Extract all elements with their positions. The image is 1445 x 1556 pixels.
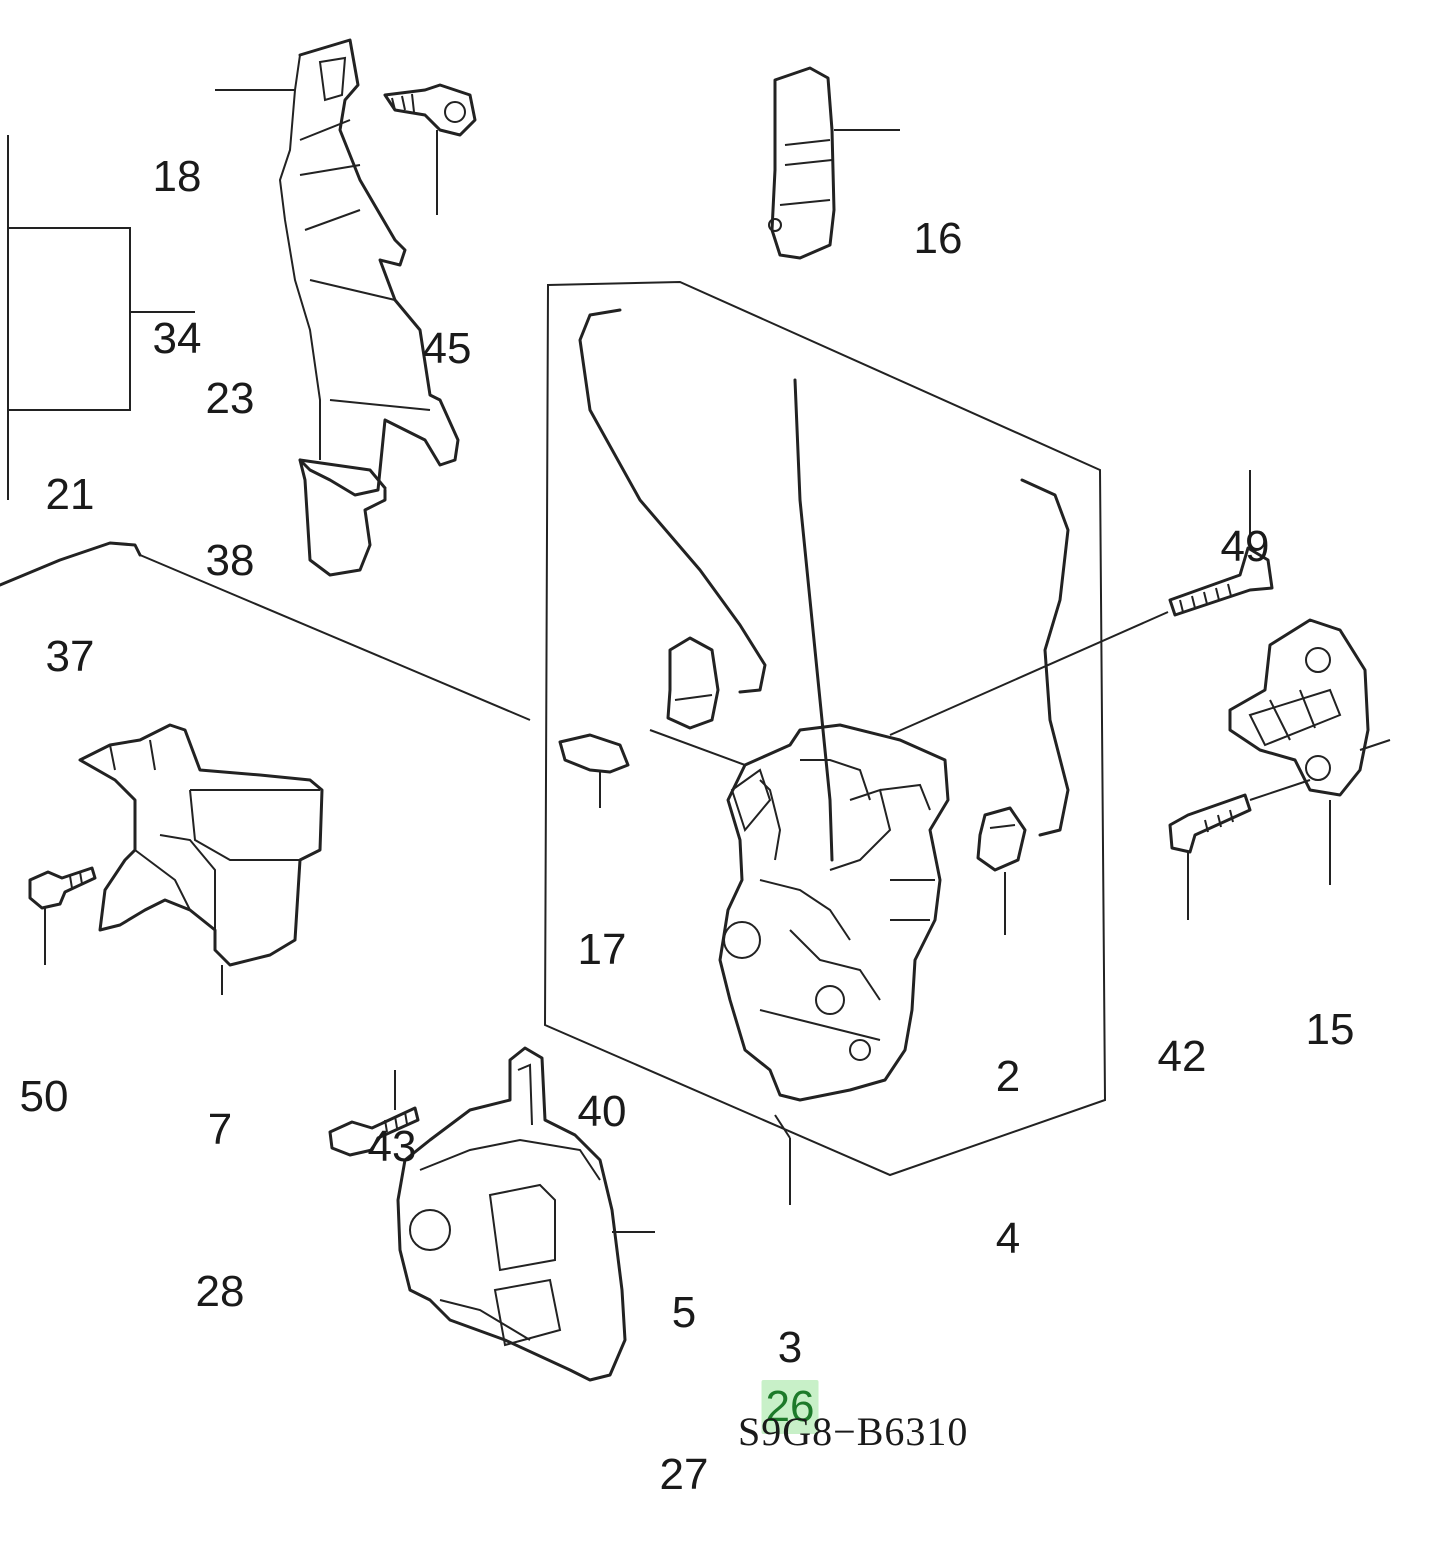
callout-21-37: 21 37: [46, 360, 95, 738]
callout-2-4: 2 4: [996, 942, 1020, 1320]
callout-label: 7: [207, 1105, 233, 1154]
reference-code: S9G8−B6310: [738, 1409, 969, 1454]
callout-26[interactable]: 26: [761, 1272, 819, 1488]
callout-18-34: 18 34: [153, 42, 202, 420]
bracket-group-left: [7, 135, 195, 500]
part-lock-3: [718, 723, 950, 1102]
parts-diagram: [0, 38, 1391, 1382]
callout-7-28: 7 28: [196, 995, 245, 1373]
part-striker-15: [1228, 618, 1370, 797]
callout-23-38: 23 38: [206, 264, 255, 642]
part-screw-42: [1168, 793, 1252, 854]
callout-3: 3: [778, 1213, 802, 1429]
callout-label: 4: [995, 1214, 1021, 1263]
callout-43: 43: [368, 1012, 417, 1228]
callout-5-27: 5 27: [660, 1178, 709, 1556]
callout-label: 15: [1305, 1005, 1355, 1054]
callout-label: 2: [995, 1052, 1021, 1101]
part-latch-7: [78, 723, 324, 967]
rods: [0, 308, 1070, 862]
callout-label: 23: [205, 374, 255, 423]
callout-label: 21: [45, 470, 95, 519]
part-bolt-49: [1168, 546, 1274, 617]
callout-label: 16: [913, 214, 963, 263]
callout-label: 42: [1157, 1032, 1207, 1081]
callout-label: 5: [671, 1288, 697, 1337]
callout-50: 50: [20, 962, 69, 1178]
callout-label: 37: [45, 632, 95, 681]
part-actuator-5: [396, 1046, 627, 1382]
assembly-box: [543, 280, 1107, 1177]
callout-17-40: 17 40: [578, 815, 627, 1193]
callout-label: 27: [659, 1450, 709, 1499]
callout-label: 49: [1220, 522, 1270, 571]
callout-15: 15: [1306, 895, 1355, 1111]
part-screw-50: [28, 866, 97, 910]
part-clip-2: [976, 806, 1027, 872]
part-bracket-18: [278, 38, 460, 577]
callout-label: 17: [577, 925, 627, 974]
callout-label: 18: [152, 152, 202, 201]
callout-label: 3: [777, 1323, 803, 1372]
callout-16: 16: [914, 104, 963, 320]
part-cover-16: [768, 66, 836, 260]
callout-label: 43: [367, 1122, 417, 1171]
callout-label: 38: [205, 536, 255, 585]
part-clip-45: [383, 83, 477, 137]
callout-label-highlighted[interactable]: 26: [761, 1380, 819, 1434]
callout-label: 34: [152, 314, 202, 363]
callout-49: 49: [1221, 412, 1270, 628]
part-clip-17: [558, 733, 630, 774]
callout-label: 50: [19, 1072, 69, 1121]
callout-label: 40: [577, 1087, 627, 1136]
callout-42: 42: [1158, 922, 1207, 1138]
part-rod-clip: [666, 636, 720, 730]
callout-label: 45: [422, 324, 472, 373]
callout-label: 28: [195, 1267, 245, 1316]
part-bolt-43: [328, 1106, 420, 1157]
callout-45: 45: [423, 214, 472, 430]
